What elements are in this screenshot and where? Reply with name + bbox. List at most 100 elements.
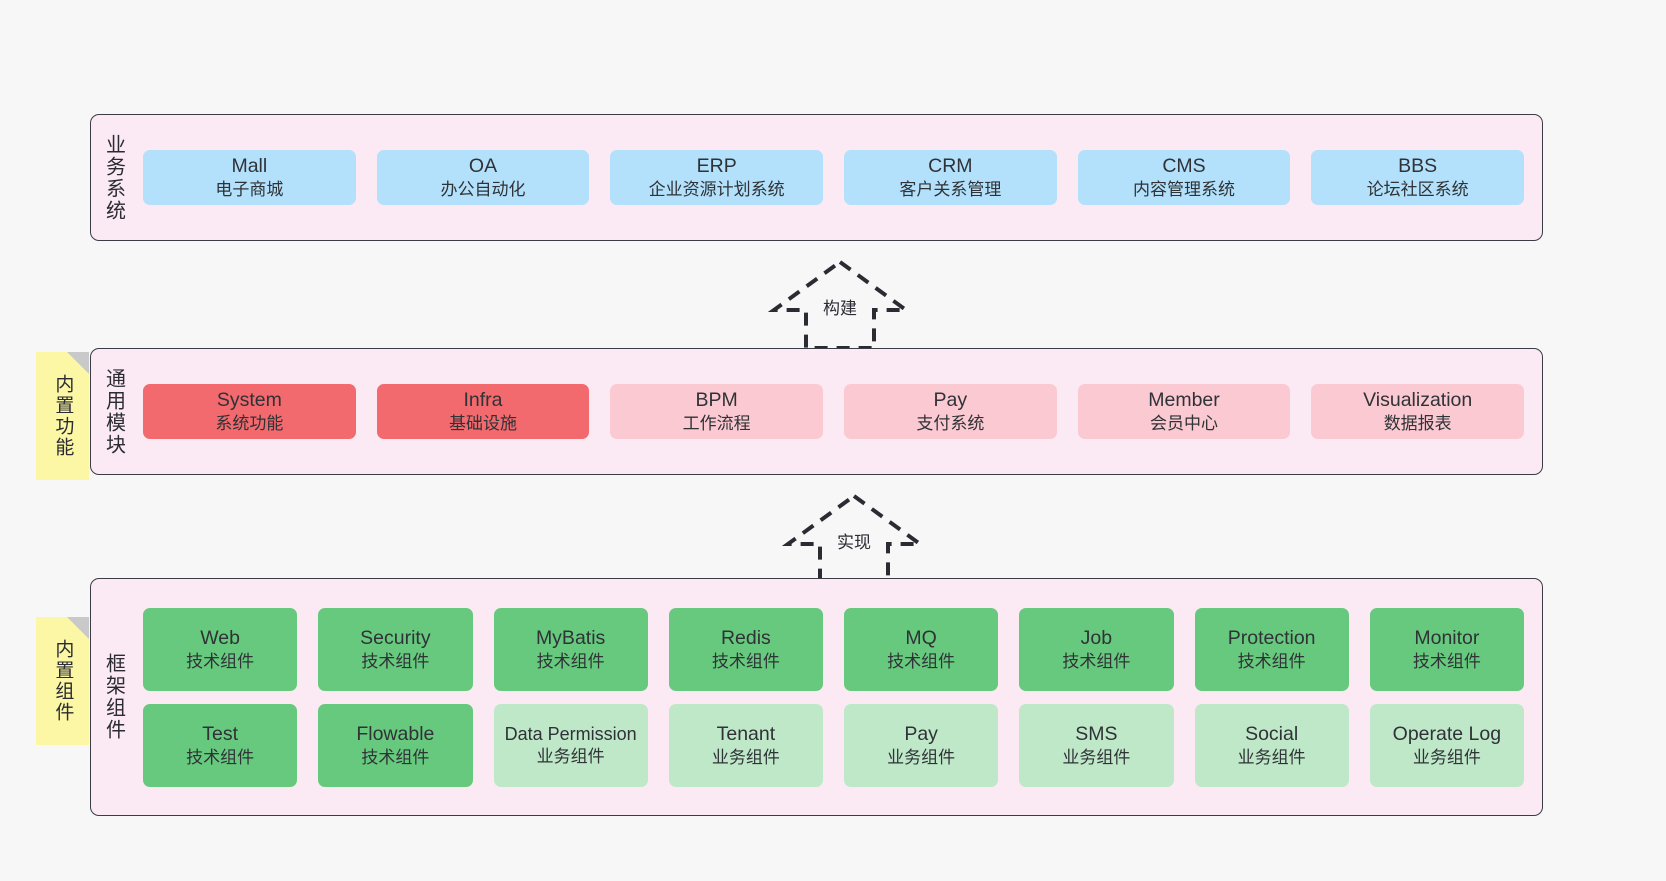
node-visualization[interactable]: Visualization 数据报表 xyxy=(1311,384,1525,439)
node-title: CMS xyxy=(1162,155,1206,178)
node-job[interactable]: Job 技术组件 xyxy=(1019,607,1174,691)
node-subtitle: 技术组件 xyxy=(536,651,605,671)
layer-title-business-system: 业务系统 xyxy=(102,133,125,222)
note-fold-corner-icon xyxy=(67,352,89,374)
note-label: 内置功能 xyxy=(52,374,74,458)
node-pay-component[interactable]: Pay 业务组件 xyxy=(844,703,999,787)
node-subtitle: 业务组件 xyxy=(1237,747,1306,767)
node-subtitle: 技术组件 xyxy=(711,651,780,671)
node-subtitle: 技术组件 xyxy=(186,747,255,767)
node-title: OA xyxy=(468,155,498,178)
node-protection[interactable]: Protection 技术组件 xyxy=(1194,607,1349,691)
layer-row: System 系统功能 Infra 基础设施 BPM 工作流程 Pay 支付系统… xyxy=(143,384,1525,439)
layer-row: Web 技术组件 Security 技术组件 MyBatis 技术组件 Redi… xyxy=(143,607,1524,691)
node-title: Monitor xyxy=(1414,626,1480,649)
node-subtitle: 企业资源计划系统 xyxy=(648,180,785,200)
connector-build: 构建 xyxy=(760,258,920,350)
node-data-permission[interactable]: Data Permission 业务组件 xyxy=(493,703,648,787)
connector-implement: 实现 xyxy=(774,492,934,584)
node-sms[interactable]: SMS 业务组件 xyxy=(1019,703,1174,787)
note-label: 内置组件 xyxy=(52,639,74,723)
node-operate-log[interactable]: Operate Log 业务组件 xyxy=(1369,703,1524,787)
node-social[interactable]: Social 业务组件 xyxy=(1194,703,1349,787)
node-title: Security xyxy=(360,626,431,649)
node-subtitle: 论坛社区系统 xyxy=(1366,180,1469,200)
node-title: Redis xyxy=(720,626,771,649)
node-subtitle: 办公自动化 xyxy=(440,180,526,200)
node-title: System xyxy=(216,389,282,412)
layer-body-common-module: System 系统功能 Infra 基础设施 BPM 工作流程 Pay 支付系统… xyxy=(135,349,1542,474)
node-title: BPM xyxy=(695,389,738,412)
node-title: Operate Log xyxy=(1392,722,1502,745)
layer-body-business-system: Mall 电子商城 OA 办公自动化 ERP 企业资源计划系统 CRM 客户关系… xyxy=(135,115,1542,240)
node-title: Test xyxy=(202,722,238,745)
node-subtitle: 基础设施 xyxy=(449,414,517,434)
node-subtitle: 电子商城 xyxy=(215,180,284,200)
node-title: Mall xyxy=(231,155,268,178)
note-builtin-feature: 内置功能 xyxy=(36,352,89,480)
node-subtitle: 客户关系管理 xyxy=(899,180,1002,200)
node-pay-module[interactable]: Pay 支付系统 xyxy=(844,384,1057,439)
node-subtitle: 技术组件 xyxy=(1237,651,1306,671)
node-title: Pay xyxy=(933,389,968,412)
node-subtitle: 业务组件 xyxy=(711,747,780,767)
node-cms[interactable]: CMS 内容管理系统 xyxy=(1077,150,1291,205)
node-subtitle: 支付系统 xyxy=(916,414,985,434)
node-bpm[interactable]: BPM 工作流程 xyxy=(610,384,824,439)
node-title: BBS xyxy=(1398,155,1438,178)
note-builtin-component: 内置组件 xyxy=(36,617,89,745)
node-test[interactable]: Test 技术组件 xyxy=(143,703,298,787)
node-member[interactable]: Member 会员中心 xyxy=(1077,384,1291,439)
node-title: SMS xyxy=(1075,722,1118,745)
node-title: CRM xyxy=(928,155,973,178)
node-title: Data Permission xyxy=(504,723,637,744)
node-title: Social xyxy=(1245,722,1299,745)
node-web[interactable]: Web 技术组件 xyxy=(143,607,298,691)
node-title: Job xyxy=(1080,626,1113,649)
node-title: Pay xyxy=(904,722,938,745)
node-title: Protection xyxy=(1227,626,1316,649)
node-title: Infra xyxy=(463,389,503,412)
node-erp[interactable]: ERP 企业资源计划系统 xyxy=(610,150,824,205)
node-title: MyBatis xyxy=(535,626,606,649)
node-system[interactable]: System 系统功能 xyxy=(143,384,356,439)
node-title: Flowable xyxy=(356,722,435,745)
node-subtitle: 技术组件 xyxy=(361,651,430,671)
node-subtitle: 技术组件 xyxy=(361,747,430,767)
connector-label: 构建 xyxy=(821,294,859,319)
node-mybatis[interactable]: MyBatis 技术组件 xyxy=(493,607,648,691)
layer-row: Mall 电子商城 OA 办公自动化 ERP 企业资源计划系统 CRM 客户关系… xyxy=(143,150,1525,205)
node-subtitle: 业务组件 xyxy=(887,747,956,767)
node-crm[interactable]: CRM 客户关系管理 xyxy=(844,150,1057,205)
node-subtitle: 数据报表 xyxy=(1383,414,1452,434)
layer-title-common-module: 通用模块 xyxy=(102,367,125,456)
node-subtitle: 技术组件 xyxy=(1412,651,1481,671)
node-subtitle: 会员中心 xyxy=(1150,414,1219,434)
layer-body-framework-component: Web 技术组件 Security 技术组件 MyBatis 技术组件 Redi… xyxy=(135,579,1542,815)
layer-framework-component: 框架组件 Web 技术组件 Security 技术组件 MyBatis 技术组件… xyxy=(90,578,1543,816)
layer-title-framework-component: 框架组件 xyxy=(102,653,125,741)
node-tenant[interactable]: Tenant 业务组件 xyxy=(668,703,823,787)
node-subtitle: 工作流程 xyxy=(682,414,751,434)
node-security[interactable]: Security 技术组件 xyxy=(318,607,473,691)
node-subtitle: 业务组件 xyxy=(536,746,605,766)
node-mq[interactable]: MQ 技术组件 xyxy=(844,607,999,691)
node-subtitle: 技术组件 xyxy=(887,651,956,671)
node-subtitle: 技术组件 xyxy=(1062,651,1131,671)
node-subtitle: 技术组件 xyxy=(186,651,255,671)
node-mall[interactable]: Mall 电子商城 xyxy=(143,150,356,205)
node-subtitle: 业务组件 xyxy=(1062,747,1131,767)
node-redis[interactable]: Redis 技术组件 xyxy=(668,607,823,691)
note-fold-corner-icon xyxy=(67,617,89,639)
layer-business-system: 业务系统 Mall 电子商城 OA 办公自动化 ERP 企业资源计划系统 CRM… xyxy=(90,114,1543,241)
layer-row: Test 技术组件 Flowable 技术组件 Data Permission … xyxy=(143,703,1524,787)
node-title: MQ xyxy=(905,626,937,649)
node-subtitle: 业务组件 xyxy=(1412,747,1481,767)
node-subtitle: 系统功能 xyxy=(215,414,284,434)
node-infra[interactable]: Infra 基础设施 xyxy=(376,384,590,439)
node-bbs[interactable]: BBS 论坛社区系统 xyxy=(1311,150,1525,205)
node-oa[interactable]: OA 办公自动化 xyxy=(376,150,590,205)
node-monitor[interactable]: Monitor 技术组件 xyxy=(1369,607,1524,691)
node-subtitle: 内容管理系统 xyxy=(1133,180,1236,200)
node-flowable[interactable]: Flowable 技术组件 xyxy=(318,703,473,787)
